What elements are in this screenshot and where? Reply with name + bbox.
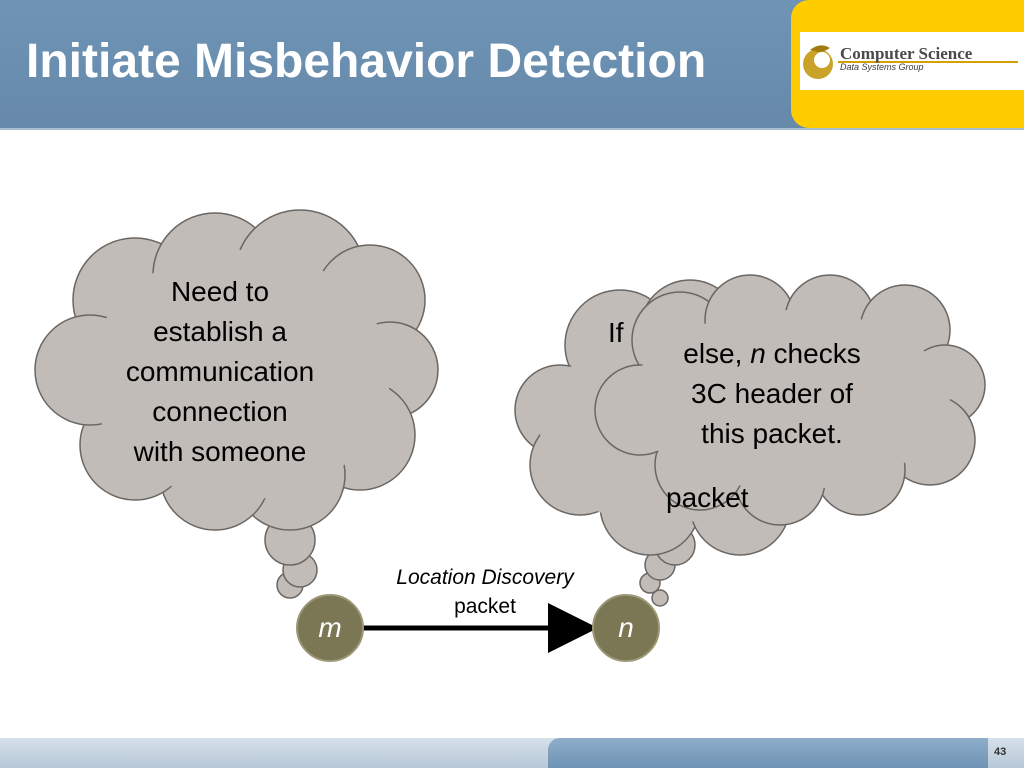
logo-text-main: Computer Science [840,44,973,63]
logo-rule [838,61,1018,63]
node-m [296,594,364,662]
thought-m-line: Need to [170,276,270,307]
thought-m-line: connection [152,396,288,427]
thought-m-line: establish a [153,316,287,347]
thought-n-line: else, n checks [683,338,861,369]
arrow-label-line2: packet [454,595,516,618]
slide-title: Initiate Misbehavior Detection [26,35,707,88]
thought-m-text: Need to establish a communication connec… [90,272,350,472]
thought-n-back-packet: packet [666,482,749,513]
arrow-label-line1: Location Discovery [396,566,574,589]
pegasus-logo-icon [803,45,833,79]
thought-m-line: with someone [133,436,307,467]
page-number: 43 [994,746,1007,758]
node-n-label: n [618,612,634,643]
thought-n-front-text: else, n checks 3C header of this packet. [652,334,892,454]
thought-n-line: 3C header of [691,378,853,409]
thought-n-back-if: If [608,317,624,348]
node-m-label: m [318,612,342,643]
logo-text-sub: Data Systems Group [840,62,924,72]
thought-cloud-m [34,209,439,599]
thought-cloud-n-front [594,274,986,526]
thought-m-line: communication [125,356,315,387]
footer-panel [548,738,988,768]
node-n [592,594,660,662]
arrow-label: Location Discovery packet [360,563,610,621]
thought-n-line: this packet. [701,418,843,449]
